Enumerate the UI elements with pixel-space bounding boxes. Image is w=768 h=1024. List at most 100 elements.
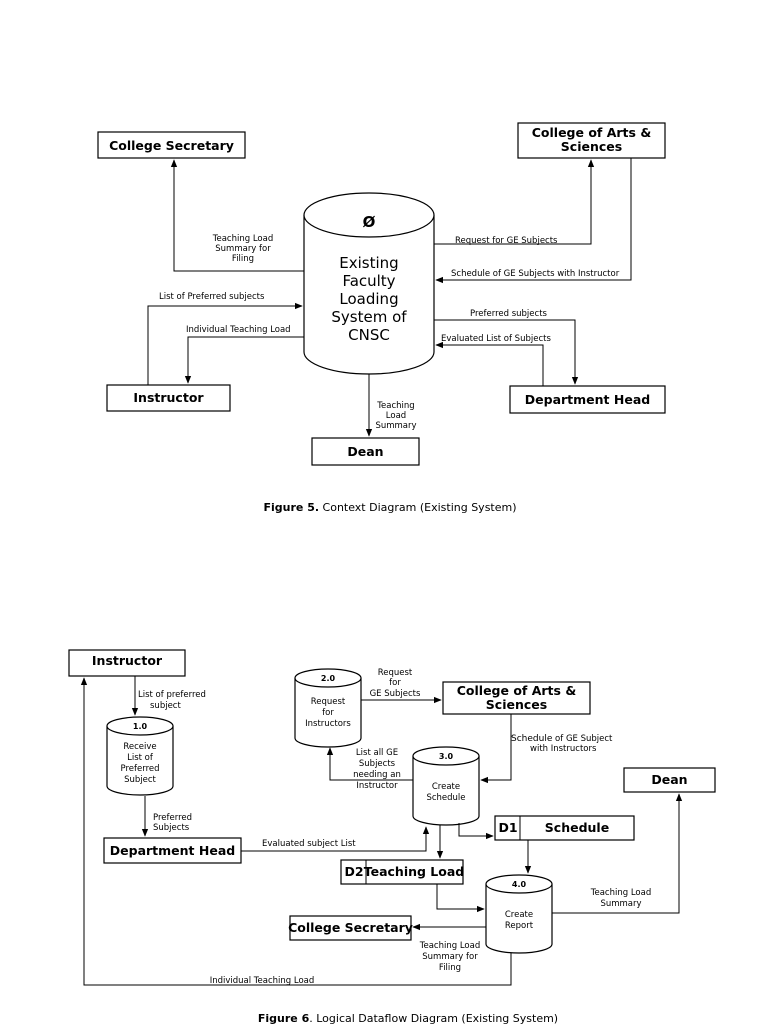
- svg-text:College Secretary: College Secretary: [109, 138, 234, 153]
- flow-label-filing-dfd-1: Teaching Load: [419, 941, 480, 951]
- flow-individual-teaching-load-dfd: [80, 677, 512, 986]
- entity-dean-dfd: Dean: [623, 767, 716, 793]
- flow-label-list-preferred: List of Preferred subjects: [159, 292, 265, 302]
- svg-text:2.0: 2.0: [321, 674, 336, 683]
- entity-dean: Dean: [311, 437, 420, 466]
- svg-text:Schedule: Schedule: [545, 820, 609, 835]
- svg-text:Subject: Subject: [124, 775, 156, 785]
- flow-evaluated-list: [435, 341, 544, 386]
- svg-text:List of: List of: [127, 753, 154, 763]
- entity-college-secretary: College Secretary: [97, 131, 246, 159]
- process-3-create-schedule: 3.0 Create Schedule: [412, 746, 480, 826]
- entity-department-head: Department Head: [509, 385, 666, 414]
- figure-5-context-diagram: Ø Existing Faculty Loading System of CNS…: [97, 122, 666, 514]
- flow-teaching-load-summary-filing: [170, 159, 304, 272]
- svg-text:Department Head: Department Head: [110, 843, 235, 858]
- flow-label-preferred-2: Subjects: [153, 823, 190, 833]
- flow-evaluated-subject-list: [241, 826, 430, 852]
- svg-text:Instructors: Instructors: [305, 719, 351, 729]
- process-4-create-report: 4.0 Create Report: [485, 874, 553, 954]
- svg-text:College of Arts &: College of Arts &: [532, 125, 652, 140]
- flow-label-list-preferred-2: subject: [150, 701, 181, 711]
- flow-list-preferred-subjects: [147, 302, 303, 385]
- flow-label-schedule-1: Schedule of GE Subject: [511, 734, 613, 744]
- svg-text:Schedule: Schedule: [426, 793, 465, 803]
- flow-label-list-all-1: List all GE: [356, 748, 398, 758]
- flow-label-request-ge: Request for GE Subjects: [455, 236, 558, 246]
- flow-request-ge-subjects: [434, 159, 595, 245]
- flow-label-schedule-ge: Schedule of GE Subjects with Instructor: [451, 269, 620, 279]
- system-symbol: Ø: [363, 213, 376, 231]
- system-label-line-2: Faculty: [342, 272, 395, 290]
- flow-label-filing-2: Summary for: [215, 244, 271, 254]
- flow-teaching-load-summary-dean-dfd: [552, 793, 683, 914]
- system-label-line-1: Existing: [339, 254, 398, 272]
- process-2-request-instructors: 2.0 Request for Instructors: [294, 668, 362, 748]
- flow-preferred-subjects: [434, 319, 579, 385]
- svg-text:1.0: 1.0: [133, 722, 148, 731]
- flow-label-request-3: GE Subjects: [370, 689, 421, 699]
- flow-to-schedule-store: [458, 823, 494, 840]
- svg-text:3.0: 3.0: [439, 752, 454, 761]
- svg-text:Department Head: Department Head: [525, 392, 650, 407]
- svg-text:Request: Request: [311, 697, 346, 707]
- flow-label-list-all-3: needing an: [353, 770, 401, 780]
- flow-label-dean-2: Load: [386, 411, 406, 421]
- flow-schedule-of-ge-subject: [480, 714, 512, 784]
- svg-text:Dean: Dean: [347, 444, 383, 459]
- flow-label-evaluated-list: Evaluated List of Subjects: [441, 334, 551, 344]
- flow-label-individual-dfd: Individual Teaching Load: [210, 976, 315, 986]
- flow-teaching-load-store-to-report: [436, 884, 485, 913]
- flow-label-filing-1: Teaching Load: [212, 234, 273, 244]
- flow-schedule-ge-subjects: [435, 158, 632, 284]
- datastore-d2-teaching-load: D2 Teaching Load: [340, 859, 465, 885]
- flow-label-dean-1: Teaching: [376, 401, 414, 411]
- flow-label-preferred-subjects: Preferred subjects: [470, 309, 548, 319]
- figure-6-logical-dfd: Instructor College of Arts & Sciences De…: [68, 649, 716, 1024]
- flow-label-evaluated: Evaluated subject List: [262, 839, 356, 849]
- svg-text:Teaching Load: Teaching Load: [364, 864, 465, 879]
- entity-instructor-dfd: Instructor: [68, 649, 186, 677]
- flow-label-request-1: Request: [378, 668, 413, 678]
- svg-text:Sciences: Sciences: [486, 697, 547, 712]
- flow-label-list-preferred-1: List of preferred: [138, 690, 206, 700]
- svg-text:4.0: 4.0: [512, 880, 527, 889]
- svg-text:Preferred: Preferred: [120, 764, 159, 774]
- flow-label-preferred-1: Preferred: [153, 813, 192, 823]
- svg-text:D1: D1: [498, 820, 517, 835]
- figure-6-caption: Figure 6. Logical Dataflow Diagram (Exis…: [258, 1012, 558, 1024]
- svg-text:Report: Report: [505, 921, 534, 931]
- svg-text:College Secretary: College Secretary: [288, 920, 413, 935]
- process-1-receive-list: 1.0 Receive List of Preferred Subject: [106, 716, 174, 796]
- system-process-cylinder: Ø Existing Faculty Loading System of CNS…: [303, 192, 435, 375]
- flow-label-individual-load: Individual Teaching Load: [186, 325, 291, 335]
- datastore-d1-schedule: D1 Schedule: [494, 815, 635, 841]
- svg-text:D2: D2: [344, 864, 363, 879]
- svg-text:Instructor: Instructor: [92, 653, 163, 668]
- svg-text:Instructor: Instructor: [133, 390, 204, 405]
- entity-department-head-dfd: Department Head: [103, 837, 242, 864]
- flow-label-schedule-2: with Instructors: [530, 744, 597, 754]
- flow-label-list-all-4: Instructor: [356, 781, 398, 791]
- svg-text:Dean: Dean: [651, 772, 687, 787]
- svg-text:Create: Create: [505, 910, 533, 920]
- flow-label-dean-3: Summary: [375, 421, 416, 431]
- flow-label-filing-3: Filing: [232, 254, 254, 264]
- system-label-line-5: CNSC: [348, 326, 390, 344]
- svg-text:Receive: Receive: [123, 742, 156, 752]
- flow-label-dean-summary-1: Teaching Load: [590, 888, 651, 898]
- svg-text:for: for: [322, 708, 334, 718]
- flow-label-filing-dfd-3: Filing: [439, 963, 461, 973]
- svg-text:College of Arts &: College of Arts &: [457, 683, 577, 698]
- figure-5-caption: Figure 5. Context Diagram (Existing Syst…: [263, 501, 516, 514]
- svg-text:Create: Create: [432, 782, 460, 792]
- svg-text:Sciences: Sciences: [561, 139, 622, 154]
- flow-individual-teaching-load: [184, 336, 304, 384]
- entity-college-secretary-dfd: College Secretary: [288, 915, 413, 941]
- flow-label-dean-summary-2: Summary: [600, 899, 641, 909]
- flow-label-filing-dfd-2: Summary for: [422, 952, 478, 962]
- entity-college-of-arts-sciences-dfd: College of Arts & Sciences: [442, 681, 591, 715]
- entity-college-of-arts-sciences: College of Arts & Sciences: [517, 122, 666, 159]
- flow-label-list-all-2: Subjects: [359, 759, 396, 769]
